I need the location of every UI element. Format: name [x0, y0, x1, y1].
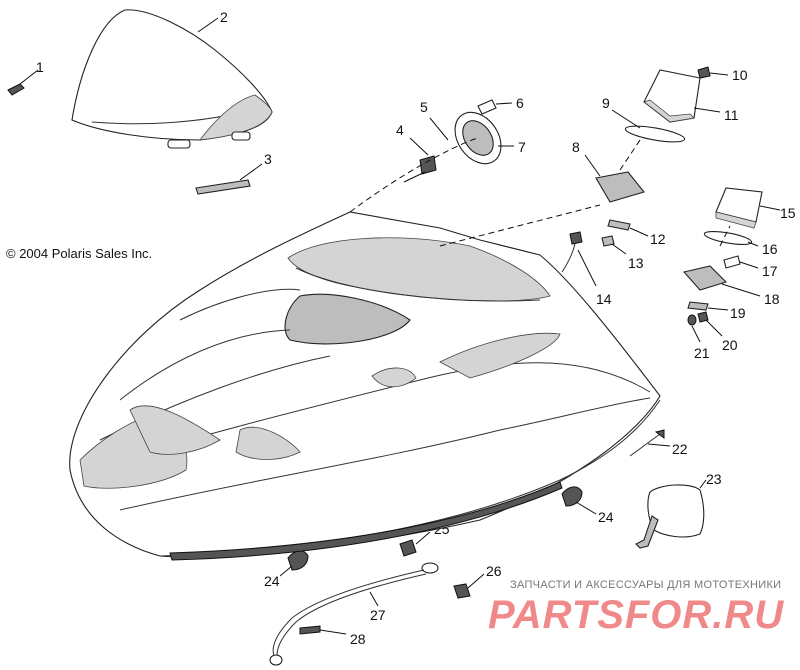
callout-10: 10	[732, 67, 748, 83]
callout-15: 15	[780, 205, 796, 221]
part-18-mount: 18	[682, 265, 780, 307]
part-16-seal: 16	[703, 230, 778, 257]
part-13-socket: 13	[601, 235, 644, 271]
callout-1: 1	[36, 59, 44, 75]
callout-17: 17	[762, 263, 778, 279]
callout-4: 4	[396, 122, 404, 138]
callout-16: 16	[762, 241, 778, 257]
callout-27: 27	[370, 607, 386, 623]
part-20-socket: 20	[697, 311, 738, 353]
assembly-guides	[349, 137, 731, 247]
callout-24-right: 24	[598, 509, 614, 525]
part-24-mount-right: 24	[561, 486, 614, 525]
callout-14: 14	[596, 291, 612, 307]
part-14-wire-grommet: 14	[561, 231, 612, 307]
part-28-pin: 28	[299, 625, 366, 647]
hood-assembly	[69, 211, 661, 561]
copyright-text: © 2004 Polaris Sales Inc.	[6, 246, 152, 261]
part-4-switch: 4	[396, 122, 437, 183]
part-17-bulb: 17	[723, 255, 778, 279]
callout-13: 13	[628, 255, 644, 271]
part-5-clip: 5	[420, 99, 449, 141]
callout-2: 2	[220, 9, 228, 25]
part-11-gauge-housing: 11	[643, 69, 739, 123]
part-7-gauge-bezel: 7	[454, 111, 526, 165]
part-21-grommet: 21	[687, 314, 710, 361]
callout-26: 26	[486, 563, 502, 579]
part-10-screw: 10	[697, 66, 748, 83]
callout-19: 19	[730, 305, 746, 321]
part-19-bulb: 19	[687, 301, 746, 321]
part-2-windshield: 2	[71, 9, 273, 149]
callout-23: 23	[706, 471, 722, 487]
callout-7: 7	[518, 139, 526, 155]
callout-22: 22	[672, 441, 688, 457]
watermark-brand: PARTSFOR.RU	[488, 593, 784, 637]
part-26-nut: 26	[453, 563, 502, 599]
part-9-seal: 9	[602, 95, 686, 143]
callout-18: 18	[764, 291, 780, 307]
part-24-mount-left: 24	[264, 550, 309, 589]
callout-8: 8	[572, 139, 580, 155]
part-27-tether-cable: 27	[269, 562, 439, 666]
callout-6: 6	[516, 95, 524, 111]
part-15-gauge-housing: 15	[715, 187, 796, 229]
part-6-bulb: 6	[477, 95, 524, 115]
callout-21: 21	[694, 345, 710, 361]
callout-24-left: 24	[264, 573, 280, 589]
callout-20: 20	[722, 337, 738, 353]
part-22-pin: 22	[629, 429, 688, 457]
watermark: ЗАПЧАСТИ И АКСЕССУАРЫ ДЛЯ МОТОТЕХНИКИ PA…	[488, 579, 784, 637]
callout-11: 11	[724, 107, 739, 123]
callout-9: 9	[602, 95, 610, 111]
callout-28: 28	[350, 631, 366, 647]
part-8-mount: 8	[572, 139, 645, 203]
callout-5: 5	[420, 99, 428, 115]
callout-12: 12	[650, 231, 666, 247]
callout-3: 3	[264, 151, 272, 167]
watermark-subtitle: ЗАПЧАСТИ И АКСЕССУАРЫ ДЛЯ МОТОТЕХНИКИ	[510, 579, 781, 591]
part-12-bulb: 12	[607, 219, 666, 247]
part-3-bracket: 3	[195, 151, 272, 195]
part-1-fastener: 1	[7, 59, 44, 96]
part-23-mirror: 23	[635, 471, 722, 549]
